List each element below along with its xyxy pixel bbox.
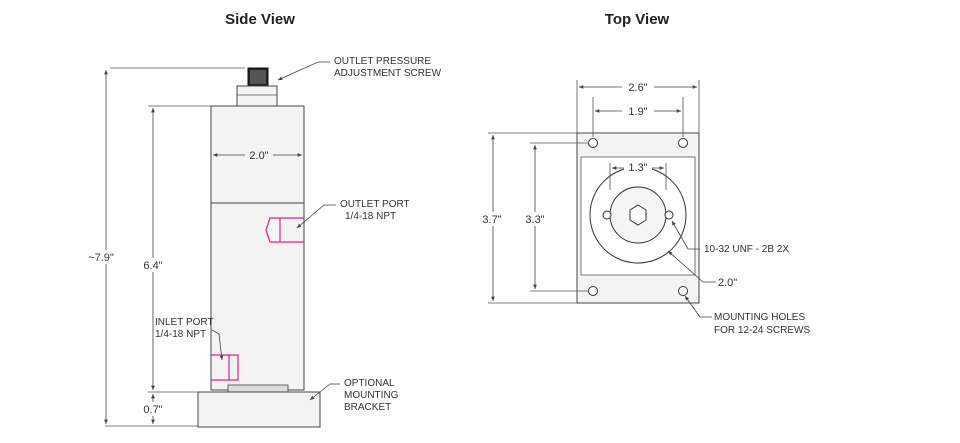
center-boss — [589, 166, 687, 264]
dim-body-width: 2.0" — [249, 150, 268, 162]
inlet-port-symbol — [211, 354, 239, 381]
callout-threaded-holes: 10-32 UNF - 2B 2X — [704, 244, 789, 255]
callout-mounting-holes: MOUNTING HOLES FOR 12-24 SCREWS — [714, 312, 810, 336]
dim-body-height: 6.4" — [143, 260, 162, 272]
mounting-holes — [588, 138, 688, 296]
callout-mounting-bracket: OPTIONAL MOUNTING BRACKET — [344, 378, 401, 413]
dim-hole-spacing-y: 3.3" — [525, 214, 544, 226]
side-view-title: Side View — [225, 11, 295, 28]
top-view-title: Top View — [605, 11, 670, 28]
callout-inlet-port: INLET PORT 1/4-18 NPT — [155, 317, 216, 340]
dim-outer-width: 2.6" — [628, 82, 647, 94]
callout-adjustment-screw: OUTLET PRESSURE ADJUSTMENT SCREW — [334, 56, 442, 79]
dim-bracket-height: 0.7" — [143, 404, 162, 416]
dim-center: 1.3" — [628, 162, 647, 174]
dim-hole-spacing-x: 1.9" — [628, 106, 647, 118]
side-view: Side View 2.0" — [80, 11, 442, 428]
dim-outer-height: 3.7" — [482, 214, 501, 226]
callout-outlet-port: OUTLET PORT 1/4-18 NPT — [340, 199, 412, 222]
top-view: Top View 2.6" 1.9" — [474, 11, 810, 336]
dim-boss-diameter: 2.0" — [718, 277, 737, 289]
adjustment-screw — [236, 67, 278, 107]
mounting-bracket — [197, 391, 321, 428]
dim-overall-height: ~7.9" — [88, 252, 114, 264]
lower-body — [210, 202, 305, 391]
outlet-port-symbol — [265, 217, 304, 243]
